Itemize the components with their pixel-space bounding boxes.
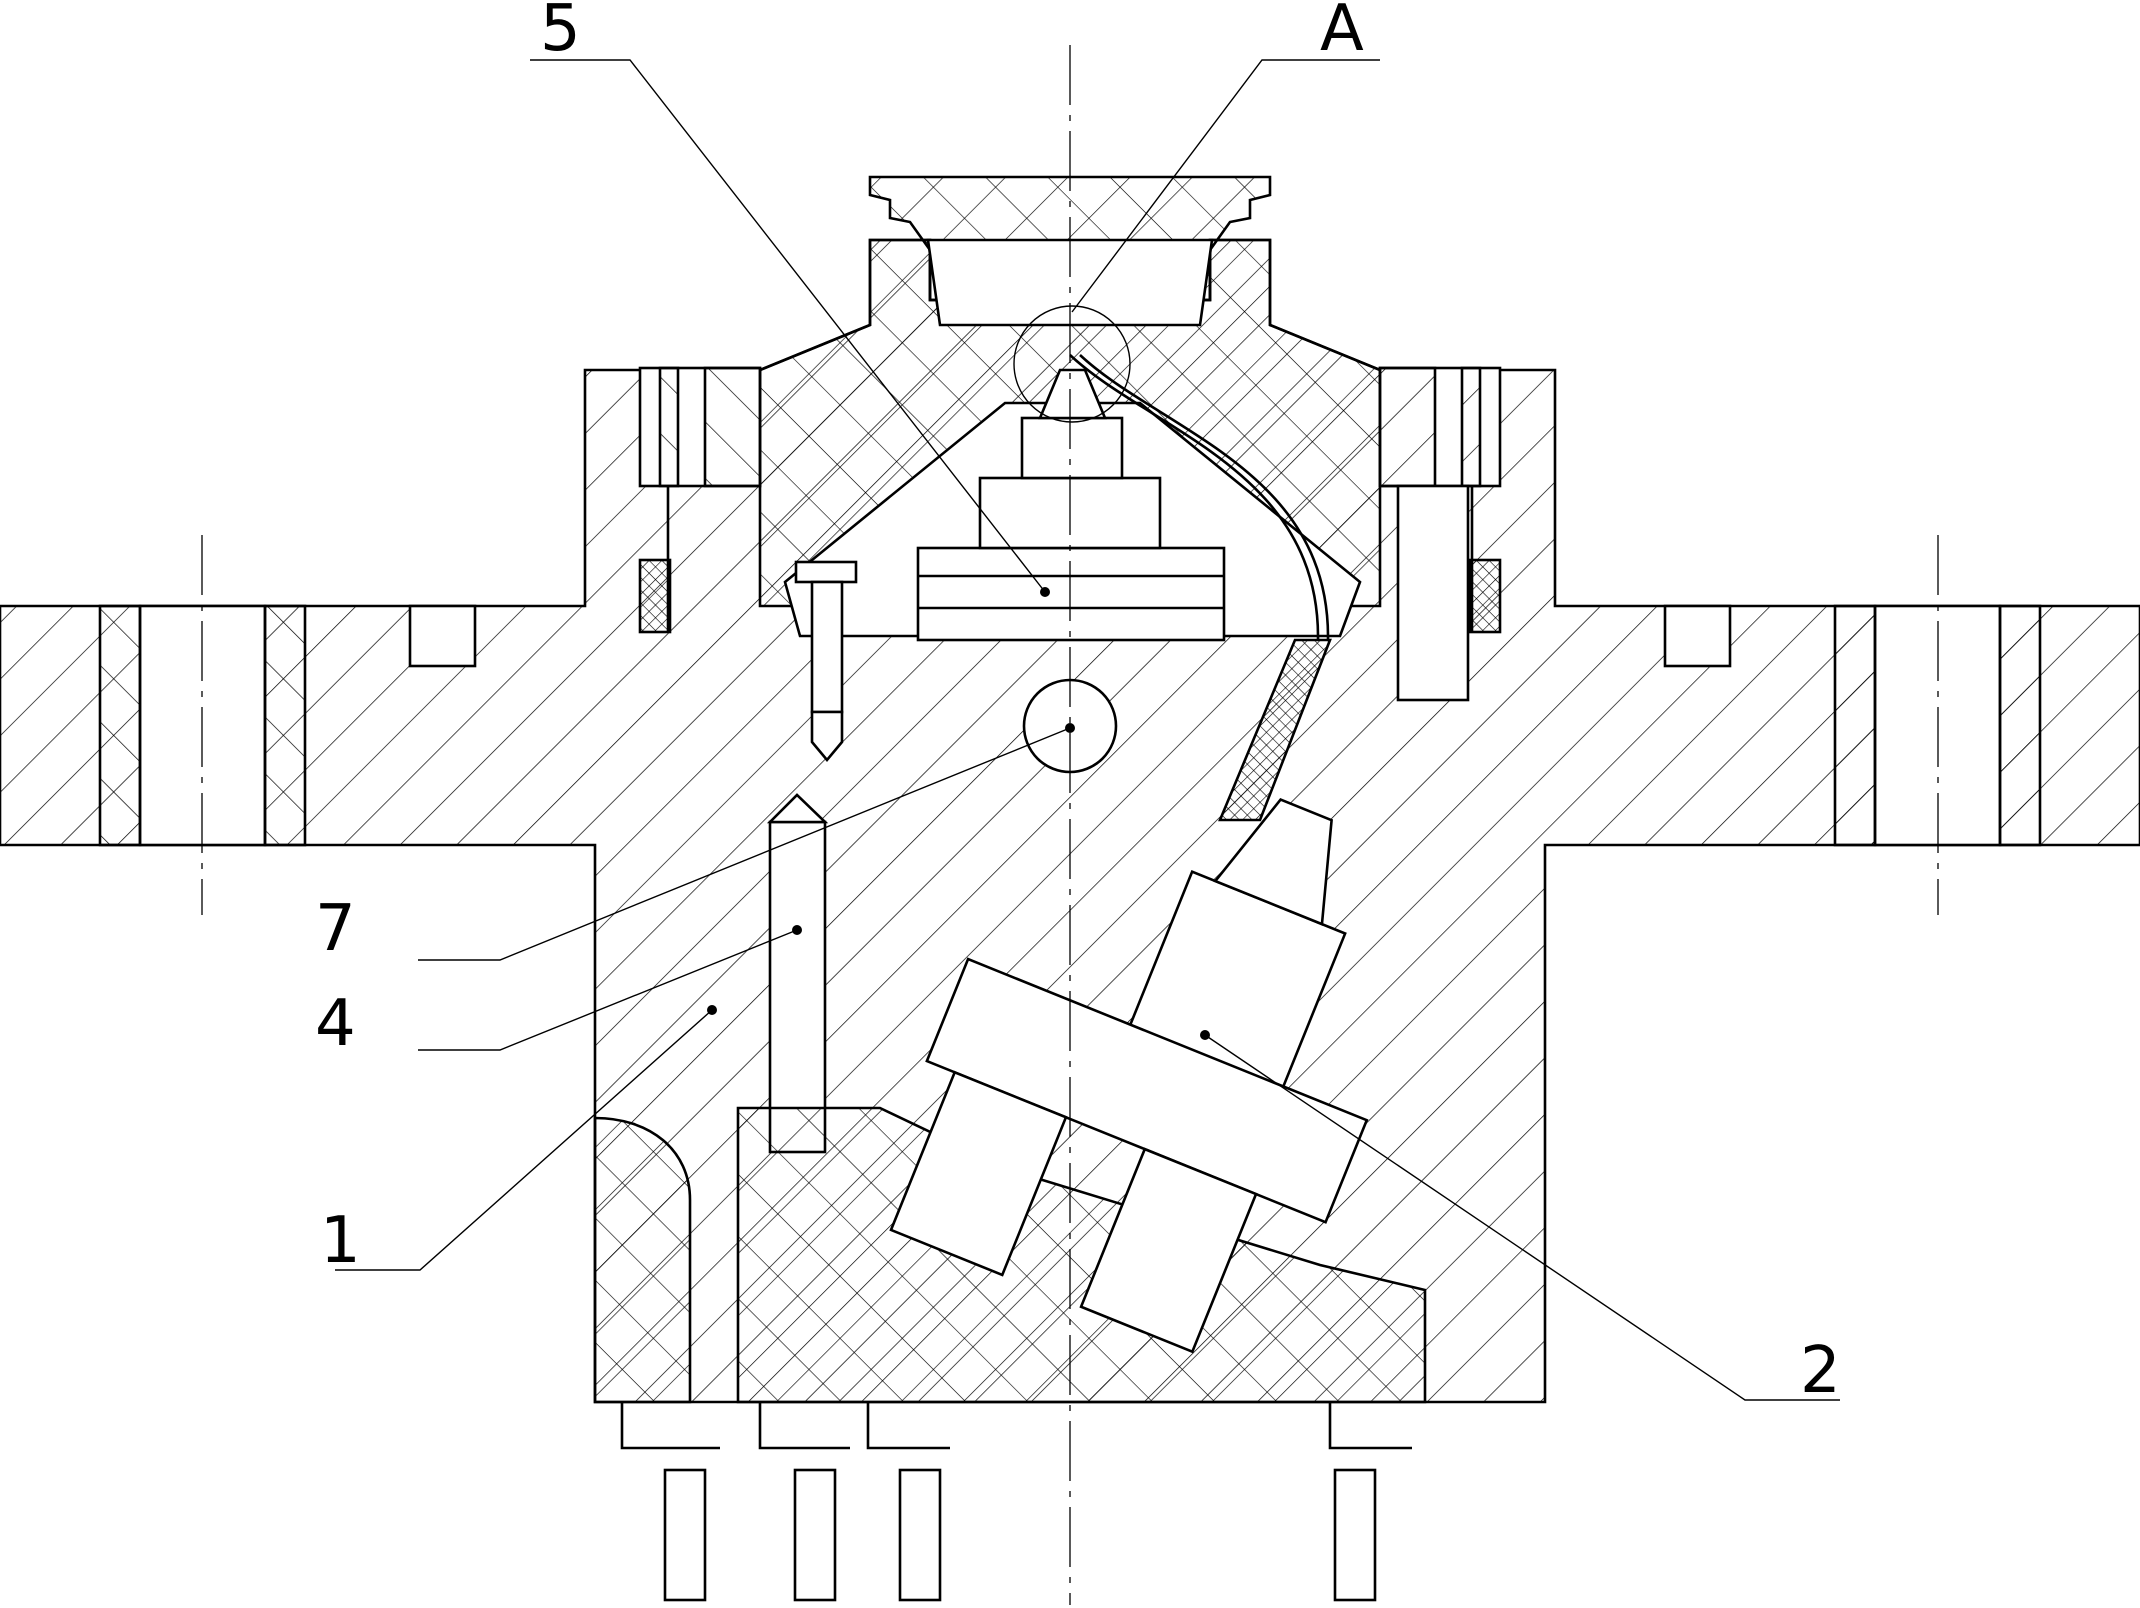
label-part-4: 4 bbox=[315, 987, 356, 1061]
label-detail-a: A bbox=[1320, 0, 1364, 66]
label-part-5: 5 bbox=[540, 0, 581, 66]
left-screw bbox=[794, 560, 858, 763]
label-part-1: 1 bbox=[320, 1204, 361, 1278]
sensor-element-5 bbox=[916, 305, 1226, 642]
bottom-terminals bbox=[620, 1402, 1412, 1602]
corner-insert bbox=[593, 1116, 692, 1404]
right-bolt bbox=[1378, 366, 1502, 702]
label-part-2: 2 bbox=[1800, 1334, 1841, 1408]
pin-4 bbox=[766, 793, 829, 1154]
leader-dots bbox=[707, 587, 1210, 1040]
connector-2 bbox=[889, 797, 1369, 1354]
left-bolt bbox=[638, 366, 762, 634]
leader-lines bbox=[335, 59, 1840, 1401]
cap-recess bbox=[926, 238, 1214, 327]
label-part-7: 7 bbox=[315, 892, 356, 966]
cable-wire bbox=[1069, 354, 1330, 641]
